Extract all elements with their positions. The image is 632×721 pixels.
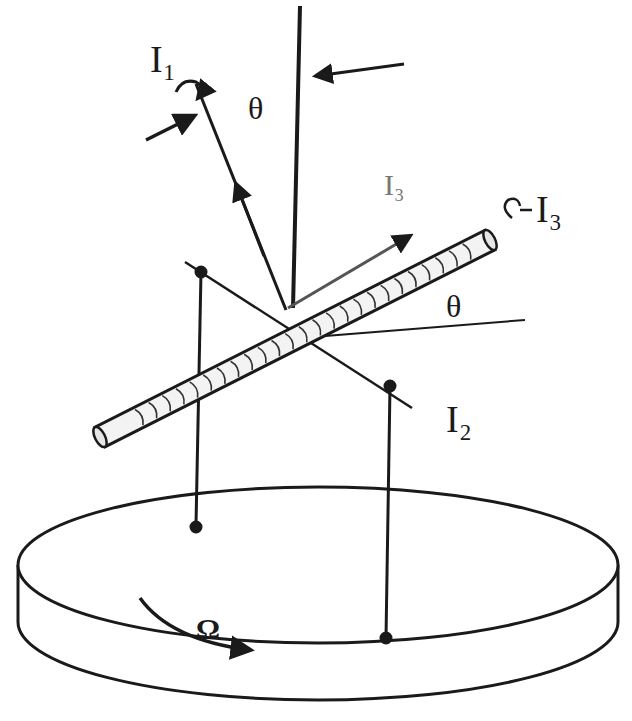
rod-hatch <box>135 409 143 425</box>
rotation-label: Ω <box>196 614 220 644</box>
rod-hatch <box>340 306 348 322</box>
rod-hatch <box>176 389 184 405</box>
axis-label: I₃ <box>384 170 404 200</box>
rod-hatch <box>463 244 471 260</box>
rod-end <box>91 425 110 449</box>
rod-hatch <box>435 258 443 274</box>
rod-hatch <box>162 396 170 412</box>
rod-hatch <box>244 354 252 370</box>
axis-label: I₁ <box>150 40 176 78</box>
rod-hatch <box>422 265 430 281</box>
angle-label: θ <box>446 290 461 322</box>
rod-hatch <box>367 292 375 308</box>
turntable <box>18 487 618 700</box>
rod-hatch <box>312 320 320 336</box>
axis-label: I₃ <box>536 190 562 228</box>
angle-label: θ <box>248 92 263 124</box>
rod <box>91 228 500 449</box>
rod-hatch <box>381 285 389 301</box>
rod-hatch <box>394 278 402 294</box>
rod-hatch <box>449 251 457 267</box>
rod-body <box>95 230 495 447</box>
rod-hatch <box>258 347 266 363</box>
rod-hatch <box>408 272 416 288</box>
rod-hatch <box>272 340 280 356</box>
rod-hatch <box>326 313 334 329</box>
rod-hatch <box>217 368 225 384</box>
rod-hatch <box>299 327 307 343</box>
support-posts <box>185 262 412 643</box>
rod-hatch <box>149 403 157 419</box>
axes <box>146 6 532 338</box>
rod-hatch <box>353 299 361 315</box>
rod-hatch <box>231 361 239 377</box>
axis-label: I₂ <box>446 400 472 438</box>
rod-hatch <box>285 334 293 350</box>
rod-end <box>481 228 500 252</box>
rod-hatch <box>203 375 211 391</box>
rod-hatch <box>190 382 198 398</box>
